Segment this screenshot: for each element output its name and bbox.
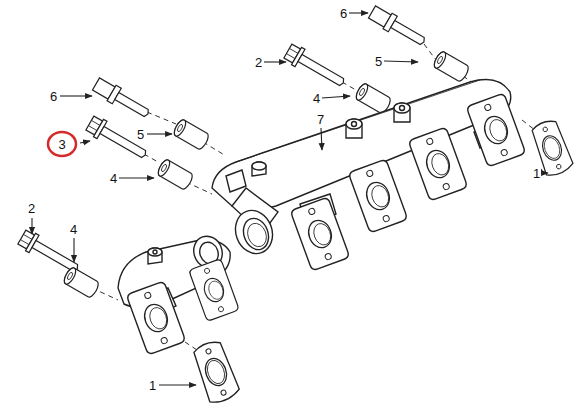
callout-number: 6 <box>339 6 348 21</box>
callout-number: 4 <box>312 91 321 106</box>
callout-number: 1 <box>532 166 541 181</box>
highlight-circle: 3 <box>46 130 78 158</box>
callout-number: 5 <box>136 127 145 142</box>
callout-number: 7 <box>316 112 325 127</box>
callout-number: 2 <box>254 55 263 70</box>
callout-number: 4 <box>109 171 118 186</box>
callout-number: 5 <box>374 54 383 69</box>
callout-number: 2 <box>27 201 36 216</box>
callout-number: 6 <box>49 89 58 104</box>
callout-number: 4 <box>69 222 78 237</box>
callout-number: 1 <box>148 378 157 393</box>
callout-number: 3 <box>46 137 78 152</box>
